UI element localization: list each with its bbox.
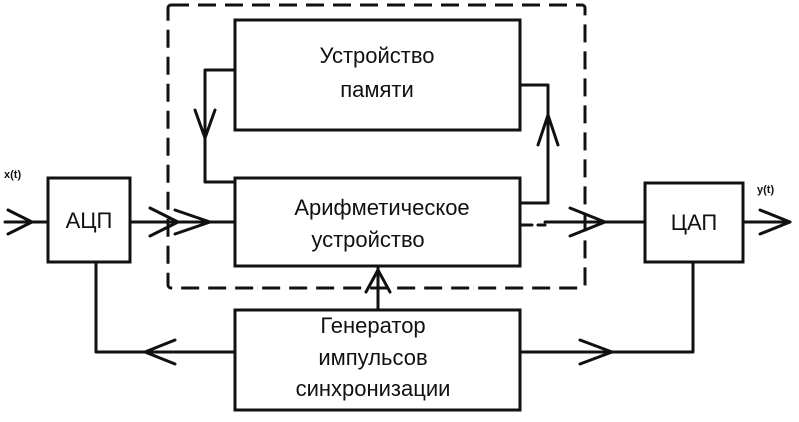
adc-to-alu-arrow-2 [173, 208, 212, 236]
memory-label-line2: памяти [340, 77, 414, 102]
adc-label: АЦП [66, 208, 113, 233]
output-arrow [758, 208, 792, 236]
memory-to-alu-arrow [193, 108, 217, 140]
generator-to-adc-arrow [143, 338, 177, 366]
input-arrow [6, 208, 34, 236]
alu-to-memory-arrow [536, 113, 560, 147]
adc-block: АЦП [46, 176, 132, 264]
input-signal-label: x(t) [4, 169, 21, 181]
alu-label-line1: Арифметическое [294, 195, 469, 220]
generator-to-alu-arrow [364, 268, 392, 294]
dac-label: ЦАП [671, 210, 718, 235]
generator-block: Генератор импульсов синхронизации [233, 308, 522, 412]
generator-label-line1: Генератор [320, 313, 425, 338]
generator-label-line2: импульсов [318, 345, 427, 370]
alu-to-dac-arrow [568, 206, 607, 238]
memory-label-line1: Устройство [319, 43, 434, 68]
alu-label-line2: устройство [311, 227, 424, 252]
arrowheads [6, 108, 792, 366]
output-signal-label: y(t) [757, 184, 774, 196]
generator-label-line3: синхронизации [296, 376, 451, 401]
generator-to-dac-arrow [578, 338, 614, 366]
dac-block: ЦАП [643, 181, 745, 264]
alu-block: Арифметическое устройство [233, 176, 522, 268]
connections [3, 68, 792, 354]
adc-to-alu-arrow-1 [148, 206, 180, 238]
memory-block: Устройство памяти [233, 18, 522, 132]
